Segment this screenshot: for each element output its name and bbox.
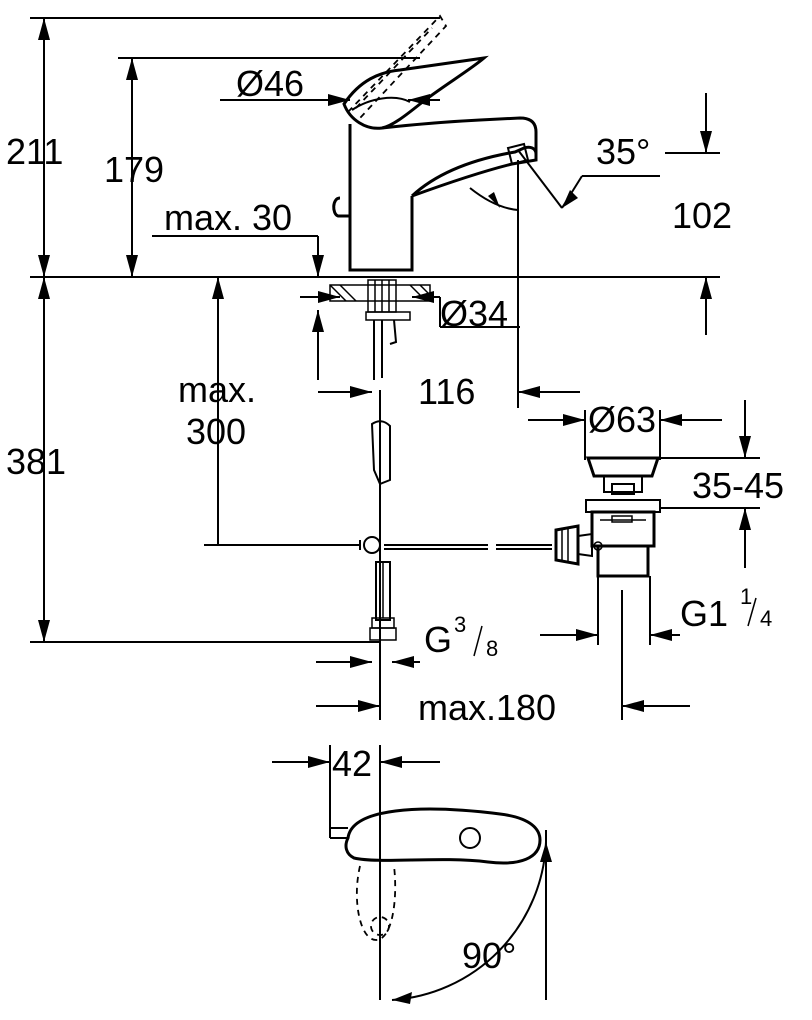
dim-179: 179 xyxy=(104,149,164,190)
dim-42: 42 xyxy=(332,743,372,784)
dim-supply-thread: G xyxy=(424,619,452,660)
dim-116: 116 xyxy=(418,371,475,412)
dim-35-45: 35-45 xyxy=(692,465,784,506)
dim-waste-thread-num: 1 xyxy=(740,584,752,609)
dim-211: 211 xyxy=(6,131,63,172)
dim-max-180: max.180 xyxy=(418,687,556,728)
dim-waste-thread-den: 4 xyxy=(760,606,772,631)
dim-waste-thread: G1 xyxy=(680,593,728,634)
lever-top-view xyxy=(330,807,542,941)
dim-max-30: max. 30 xyxy=(164,197,292,238)
dimension-lines xyxy=(30,17,760,1004)
dim-max-300-line2: 300 xyxy=(186,411,246,452)
dim-max-300-line1: max. xyxy=(178,369,256,410)
dimension-labels: 211 179 Ø46 35° 102 max. 30 Ø34 max. 300… xyxy=(6,63,784,976)
dim-supply-thread-den: 8 xyxy=(486,636,498,661)
dim-waste-dia: Ø63 xyxy=(588,399,656,440)
dim-spout-angle: 35° xyxy=(596,131,650,172)
dim-381: 381 xyxy=(6,441,66,482)
dim-90-deg: 90° xyxy=(462,935,516,976)
fraction-bar xyxy=(747,597,757,627)
waste-fitting xyxy=(554,456,661,580)
dim-supply-thread-num: 3 xyxy=(454,612,466,637)
dim-body-dia: Ø34 xyxy=(440,293,508,334)
fraction-bar xyxy=(473,625,483,657)
faucet-side-view xyxy=(329,14,552,641)
dim-102: 102 xyxy=(672,195,732,236)
dim-lever-dia: Ø46 xyxy=(236,63,304,104)
